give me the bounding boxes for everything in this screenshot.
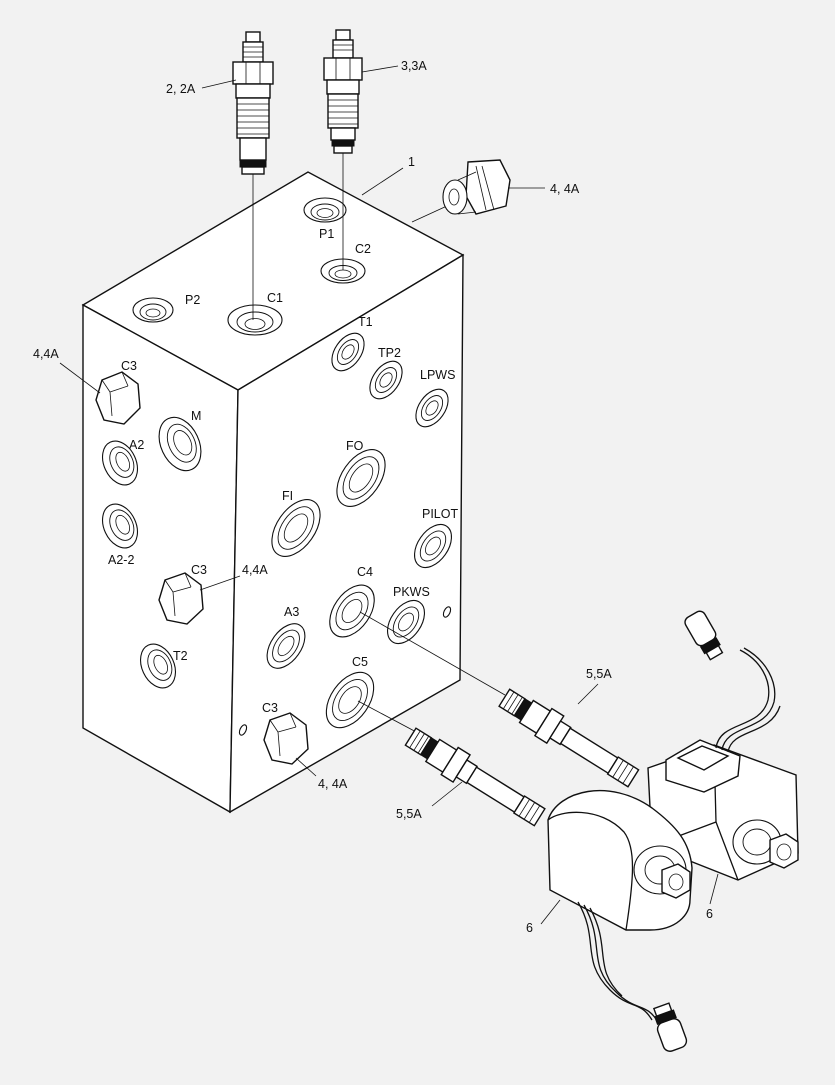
label-pilot: PILOT (422, 507, 458, 521)
top-ports (132, 197, 366, 336)
label-c5: C5 (352, 655, 368, 669)
hex-plug-c3-middle (158, 572, 204, 625)
label-c3-upper: C3 (121, 359, 137, 373)
port-t2 (139, 643, 177, 689)
port-c4 (329, 584, 375, 638)
callout-valve-2: 2, 2A (166, 82, 196, 96)
callout-block-1: 1 (408, 155, 415, 169)
label-c2: C2 (355, 242, 371, 256)
label-p1: P1 (319, 227, 334, 241)
cartridge-valve-2 (232, 31, 274, 320)
port-a3 (266, 623, 306, 669)
port-fi (271, 499, 321, 557)
label-fi: FI (282, 489, 293, 503)
port-a2-2 (101, 503, 139, 549)
label-t2: T2 (173, 649, 188, 663)
port-pilot (413, 523, 453, 569)
port-a2 (101, 440, 139, 486)
label-a2: A2 (129, 438, 144, 452)
label-c4: C4 (357, 565, 373, 579)
callout-cartridge-lower: 5,5A (396, 807, 422, 821)
callout-plug-left: 4,4A (33, 347, 59, 361)
port-c2 (320, 258, 366, 284)
label-c1: C1 (267, 291, 283, 305)
block-right-face (229, 253, 464, 814)
port-fo (336, 449, 386, 507)
label-fo: FO (346, 439, 364, 453)
cartridge-valve-3 (323, 29, 363, 270)
coil-right-nut (769, 833, 799, 869)
solenoid-cartridge-upper (359, 611, 640, 788)
small-hole-right-2 (238, 724, 248, 736)
label-pkws: PKWS (393, 585, 430, 599)
port-lpws (415, 388, 449, 428)
port-p2 (132, 297, 174, 323)
label-tp2: TP2 (378, 346, 401, 360)
coil-left (547, 789, 693, 1023)
label-c3-middle: C3 (191, 563, 207, 577)
label-a3: A3 (284, 605, 299, 619)
callout-coil-right: 6 (706, 907, 713, 921)
hex-plug-c3-lower (263, 712, 309, 765)
port-t1 (331, 332, 365, 372)
callout-valve-3: 3,3A (401, 59, 427, 73)
label-c3-lower: C3 (262, 701, 278, 715)
callout-plug-bottom: 4, 4A (318, 777, 348, 791)
callout-cartridge-upper: 5,5A (586, 667, 612, 681)
leader-lines (59, 65, 719, 925)
front-face-ports (101, 416, 202, 689)
manifold-block (81, 171, 465, 814)
label-t1: T1 (358, 315, 373, 329)
label-lpws: LPWS (420, 368, 455, 382)
callout-plug-mid: 4,4A (242, 563, 268, 577)
port-tp2 (369, 360, 403, 400)
port-c1 (227, 304, 283, 336)
port-p1 (303, 197, 347, 223)
coil-right-connector (684, 610, 724, 661)
label-a2-2: A2-2 (108, 553, 134, 567)
right-face-ports (238, 332, 453, 736)
small-hole-right-1 (442, 606, 452, 618)
solenoid-cartridge-lower (357, 700, 546, 827)
hex-plug-c3-upper (95, 371, 141, 425)
port-plug-top-right (411, 159, 511, 223)
label-m: M (191, 409, 201, 423)
coil-left-connector (652, 1002, 688, 1052)
label-p2: P2 (185, 293, 200, 307)
port-c5 (325, 671, 375, 729)
coil-left-nut (661, 863, 691, 899)
port-labels: P1 C2 P2 C1 T1 TP2 LPWS C3 M A2 FO FI PI… (108, 227, 458, 715)
callout-plug-top: 4, 4A (550, 182, 580, 196)
callout-coil-left: 6 (526, 921, 533, 935)
callout-labels: 2, 2A 3,3A 1 4, 4A 4,4A 4,4A 4, 4A 5,5A … (33, 59, 713, 935)
port-m (158, 416, 202, 472)
